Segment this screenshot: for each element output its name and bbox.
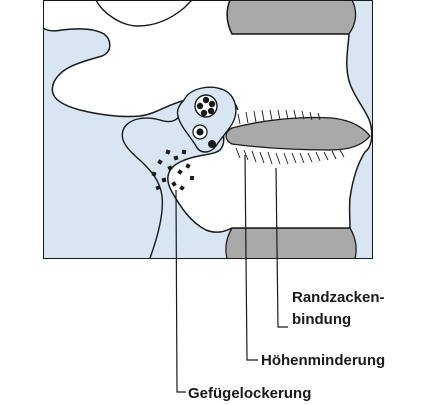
label-gefuegelockerung: Gefügelockerung: [188, 385, 311, 402]
nerve-root-small-icon: [193, 125, 207, 139]
upper-vertebral-body: [227, 0, 355, 34]
illustration-frame: [43, 0, 373, 262]
nerve-root-large-icon: [195, 95, 217, 117]
nerve-dot: [208, 140, 216, 148]
label-randzacken-line2: bindung: [292, 311, 351, 328]
label-hoehenminderung: Höhenminderung: [261, 352, 385, 369]
label-randzacken-line1: Randzacken-: [292, 289, 385, 306]
